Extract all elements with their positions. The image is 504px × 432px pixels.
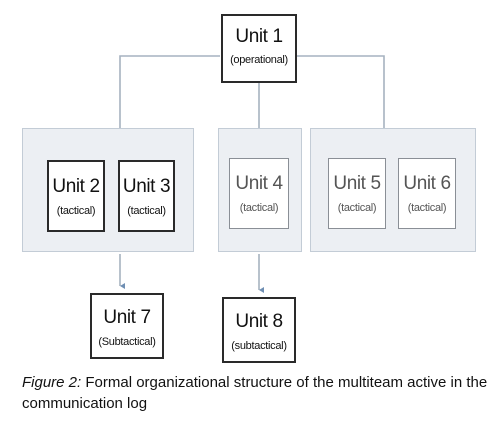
unit-1-role: (operational): [230, 54, 288, 66]
unit-8-box: Unit 8 (subtactical): [222, 297, 296, 363]
unit-6-role: (tactical): [407, 202, 447, 214]
unit-7-name: Unit 7: [103, 307, 151, 328]
unit-5-role: (tactical): [337, 202, 377, 214]
unit-7-box: Unit 7 (Subtactical): [90, 293, 164, 359]
unit-1-name: Unit 1: [235, 26, 283, 47]
unit-2-name: Unit 2: [52, 176, 100, 197]
unit-8-role: (subtactical): [231, 340, 287, 352]
unit-7-role: (Subtactical): [98, 336, 156, 348]
unit-6-box: Unit 6 (tactical): [398, 158, 456, 229]
unit-5-name: Unit 5: [333, 173, 381, 194]
connector-unit1-left-group: [119, 55, 220, 153]
connector-unit1-right-group: [296, 55, 389, 153]
unit-6-name: Unit 6: [403, 173, 451, 194]
unit-2-box: Unit 2 (tactical): [47, 160, 105, 232]
unit-5-box: Unit 5 (tactical): [328, 158, 386, 229]
unit-4-box: Unit 4 (tactical): [229, 158, 289, 229]
unit-3-box: Unit 3 (tactical): [118, 160, 175, 232]
caption-text: Formal organizational structure of the m…: [22, 374, 488, 412]
unit-8-name: Unit 8: [235, 311, 283, 332]
unit-1-box: Unit 1 (operational): [221, 14, 297, 83]
unit-4-role: (tactical): [239, 202, 279, 214]
unit-4-name: Unit 4: [235, 173, 283, 194]
unit-3-name: Unit 3: [122, 176, 171, 197]
unit-3-role: (tactical): [127, 205, 166, 217]
unit-2-role: (tactical): [56, 205, 96, 217]
caption-label: Figure 2:: [22, 374, 82, 391]
figure-caption: Figure 2: Formal organizational structur…: [22, 372, 492, 414]
